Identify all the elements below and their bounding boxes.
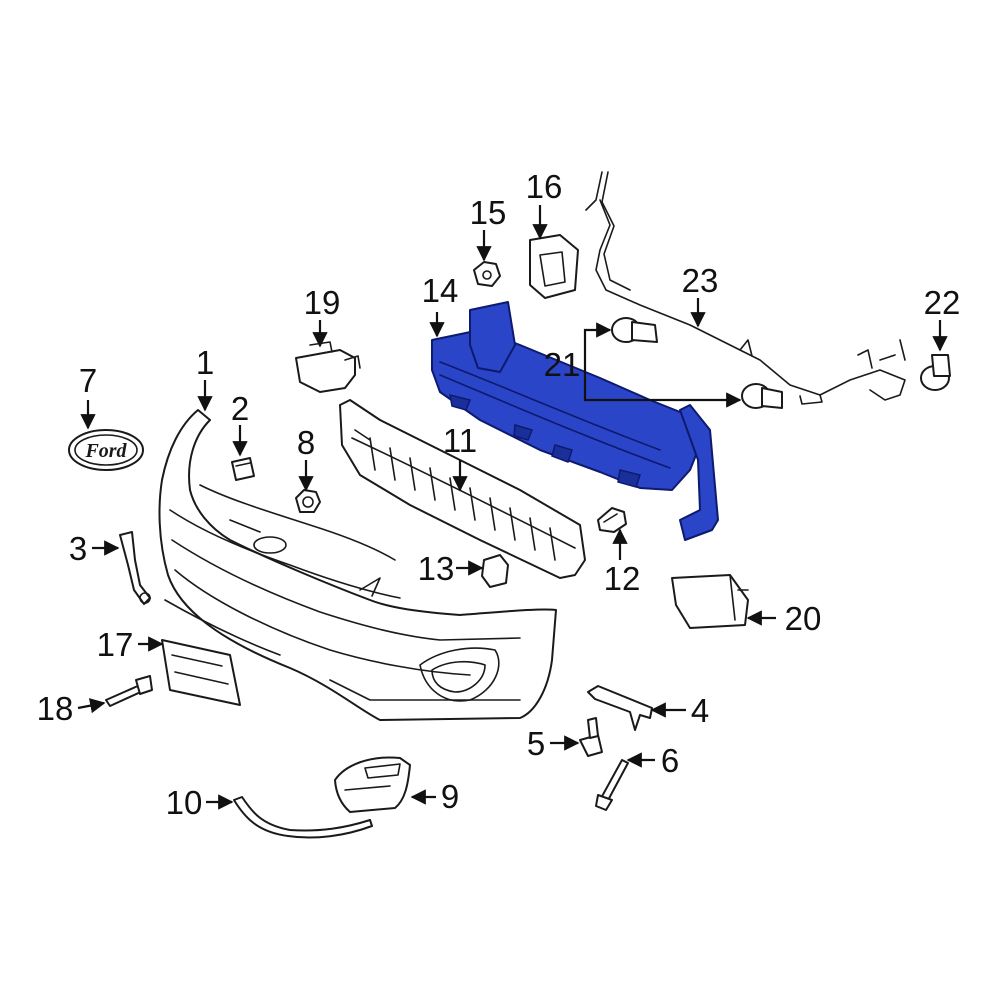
emblem-text: Ford [84, 440, 127, 462]
callout-labels: 1 2 3 4 5 6 7 8 9 10 11 12 13 14 15 16 1… [37, 168, 961, 821]
callout-5: 5 [527, 725, 545, 762]
callout-14: 14 [422, 272, 459, 309]
callout-7: 7 [79, 362, 97, 399]
callout-17: 17 [97, 626, 134, 663]
screw-18 [105, 675, 153, 707]
callout-20: 20 [785, 600, 822, 637]
sensor-22 [920, 354, 951, 391]
callout-21: 21 [544, 346, 581, 383]
callout-4: 4 [691, 692, 709, 729]
push-nut [295, 489, 321, 513]
side-bracket [119, 531, 151, 605]
callout-9: 9 [441, 778, 459, 815]
callout-22: 22 [924, 284, 961, 321]
callout-15: 15 [470, 194, 507, 231]
callout-10: 10 [166, 784, 203, 821]
sensor-module [295, 341, 361, 393]
callout-12: 12 [604, 560, 641, 597]
wiring-harness [585, 171, 906, 405]
clip-5 [579, 717, 603, 757]
park-sensor-lower [741, 383, 783, 409]
callout-6: 6 [661, 742, 679, 779]
callout-8: 8 [297, 424, 315, 461]
callout-3: 3 [69, 530, 87, 567]
callout-2: 2 [231, 390, 249, 427]
retainer-13 [481, 554, 509, 588]
impact-bar-highlighted [431, 301, 719, 541]
callout-11: 11 [443, 422, 477, 459]
park-sensor-upper [611, 317, 658, 343]
bolt-6 [595, 759, 629, 811]
fog-lamp-bezel [334, 756, 411, 813]
callout-16: 16 [526, 168, 563, 205]
mounting-plate [529, 234, 579, 299]
bumper-cover [158, 409, 557, 721]
radar-unit [671, 574, 749, 629]
ford-emblem: Ford [68, 429, 144, 471]
trim-strip [233, 796, 373, 839]
clip-nut [231, 457, 255, 481]
nut-15 [473, 261, 501, 287]
callout-23: 23 [682, 262, 719, 299]
license-bracket [161, 639, 241, 706]
callout-13: 13 [418, 550, 455, 587]
trim-clip-4 [587, 685, 653, 731]
callout-19: 19 [304, 284, 341, 321]
leader-lines [77, 205, 948, 810]
callout-1: 1 [196, 344, 214, 381]
bolt-12 [597, 507, 627, 533]
callout-18: 18 [37, 690, 74, 727]
